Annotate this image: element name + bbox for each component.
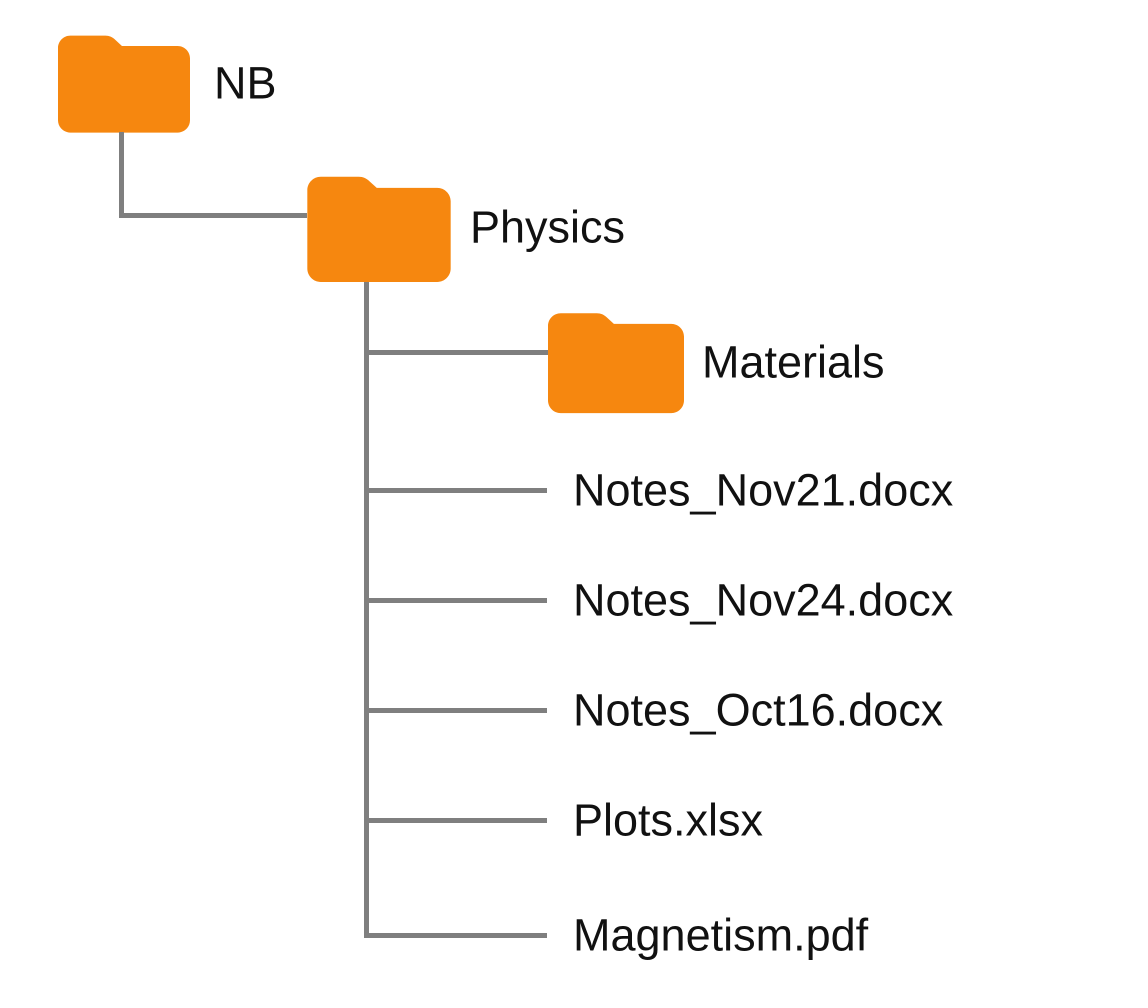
connector-root-vertical — [119, 132, 124, 218]
file-label: Plots.xlsx — [573, 794, 764, 846]
file-label: Magnetism.pdf — [573, 909, 869, 961]
file-label: Notes_Nov21.docx — [573, 464, 954, 516]
root-folder-label: NB — [214, 57, 277, 109]
connector-branch-spine — [364, 282, 369, 938]
folder-glyph — [307, 176, 451, 282]
folder-icon — [58, 28, 190, 134]
folder-glyph — [548, 313, 684, 414]
connector-child-materials — [364, 350, 550, 355]
connector-child-file — [364, 933, 547, 938]
connector-child-file — [364, 598, 547, 603]
child-folder-label: Materials — [702, 336, 885, 388]
folder-icon — [548, 306, 684, 414]
folder-icon — [303, 170, 455, 282]
connector-child-file — [364, 708, 547, 713]
connector-child-file — [364, 488, 547, 493]
connector-root-horizontal — [119, 213, 307, 218]
file-label: Notes_Nov24.docx — [573, 574, 954, 626]
file-label: Notes_Oct16.docx — [573, 684, 944, 736]
folder-glyph — [58, 35, 190, 133]
branch-folder-label: Physics — [470, 201, 626, 253]
connector-child-file — [364, 818, 547, 823]
